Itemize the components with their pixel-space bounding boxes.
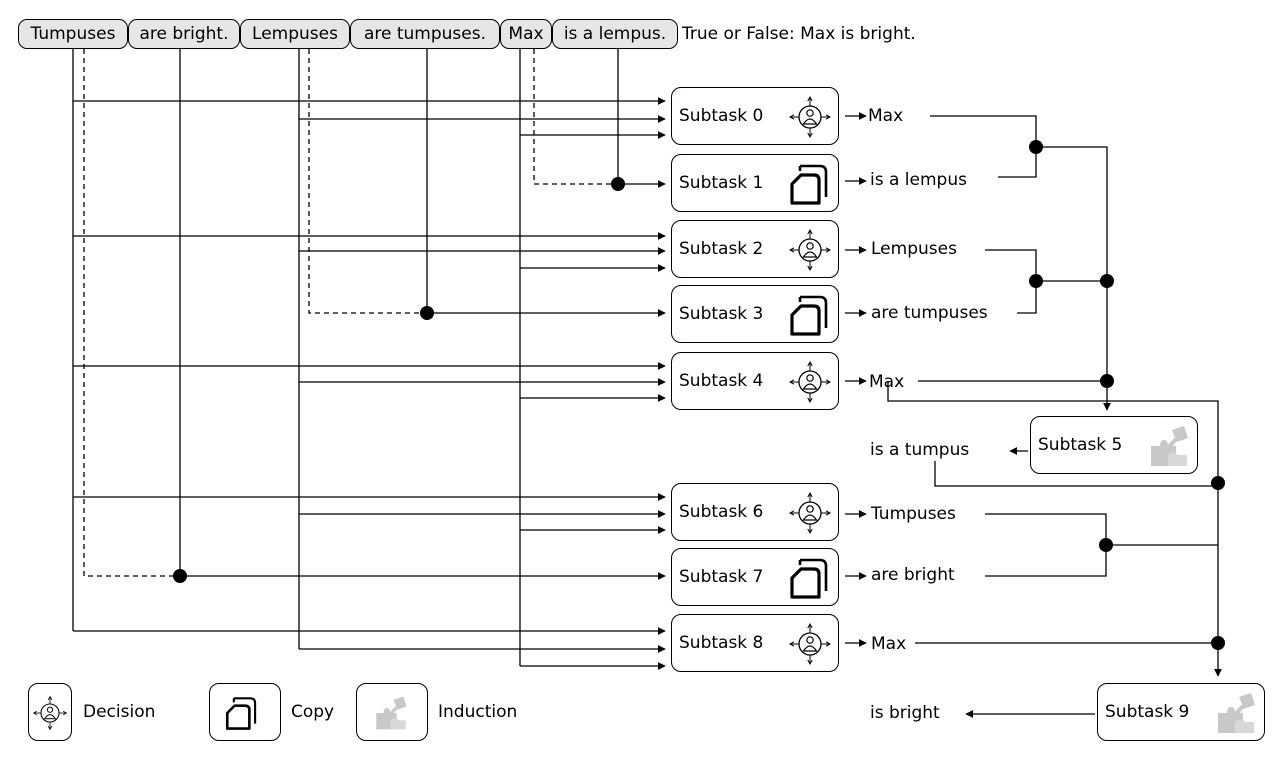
copy-icon [224,691,260,735]
legend-copy-label: Copy [291,702,335,722]
subtask-4-label: Subtask 4 [679,371,764,391]
connector-line [985,513,1107,577]
token-tumpuses: Tumpuses [18,19,128,49]
subtask-5-label: Subtask 5 [1038,435,1123,455]
junction-dot [1100,274,1114,288]
subtask-7-label: Subtask 7 [679,567,764,587]
connector-line [533,49,618,185]
junction-dots [173,140,1225,650]
legend-induction-box [356,683,428,741]
subtask-6-output: Tumpuses [871,504,956,524]
subtask-9-box: Subtask 9 [1097,683,1265,741]
connector-line [934,461,1218,487]
connector-line [930,115,1037,178]
induction-icon [1147,424,1191,468]
subtask-3-output: are tumpuses [871,303,988,323]
subtask-8-label: Subtask 8 [679,633,764,653]
connector-line [985,249,1037,314]
decision-icon [788,491,832,535]
token-are-bright: are bright. [128,19,240,49]
connector-line [887,381,1222,677]
subtask-1-label: Subtask 1 [679,173,764,193]
decision-icon [788,95,832,139]
legend-copy-box [209,683,281,741]
subtask-1-box: Subtask 1 [671,154,839,212]
question-text: True or False: Max is bright. [682,24,916,44]
subtask-0-output: Max [868,106,904,126]
junction-dot [611,177,625,191]
copy-icon [788,293,832,337]
subtask-8-output: Max [871,634,907,654]
copy-icon [788,162,832,206]
subtask-5-output: is a tumpus [870,440,970,460]
token-lempuses: Lempuses [240,19,350,49]
token-max: Max [500,19,552,49]
junction-dot [1029,274,1043,288]
junction-dot [1100,374,1114,388]
subtask-6-label: Subtask 6 [679,502,764,522]
subtask-0-box: Subtask 0 [671,87,839,145]
subtask-1-output: is a lempus [870,170,967,190]
copy-icon [788,556,832,600]
subtask-3-box: Subtask 3 [671,285,839,343]
decision-icon [788,360,832,404]
decision-icon [788,228,832,272]
induction-icon [373,691,409,735]
connector-lines [72,49,1222,718]
subtask-7-output: are bright [871,565,955,585]
token-are-tumpuses: are tumpuses. [350,19,500,49]
subtask-5-box: Subtask 5 [1030,416,1198,474]
junction-dot [173,569,187,583]
subtask-9-label: Subtask 9 [1105,702,1190,722]
subtask-4-box: Subtask 4 [671,352,839,410]
legend-decision-box [28,683,72,741]
connector-line [1036,146,1111,411]
decision-icon [32,691,68,735]
subtask-0-label: Subtask 0 [679,106,764,126]
subtask-2-output: Lempuses [871,239,957,259]
subtask-2-box: Subtask 2 [671,220,839,278]
legend-decision-label: Decision [83,702,156,722]
subtask-4-output: Max [869,372,905,392]
decision-icon [788,622,832,666]
junction-dot [1211,636,1225,650]
subtask-9-output: is bright [870,703,940,723]
junction-dot [1211,476,1225,490]
connector-line [308,49,427,314]
subtask-2-label: Subtask 2 [679,239,764,259]
subtask-6-box: Subtask 6 [671,483,839,541]
legend-induction-label: Induction [438,702,518,722]
subtask-8-box: Subtask 8 [671,614,839,672]
subtask-3-label: Subtask 3 [679,304,764,324]
token-is-a-lempus: is a lempus. [552,19,678,49]
junction-dot [1099,538,1113,552]
induction-icon [1214,691,1258,735]
junction-dot [420,306,434,320]
subtask-7-box: Subtask 7 [671,548,839,606]
connector-line [83,49,180,577]
junction-dot [1029,140,1043,154]
